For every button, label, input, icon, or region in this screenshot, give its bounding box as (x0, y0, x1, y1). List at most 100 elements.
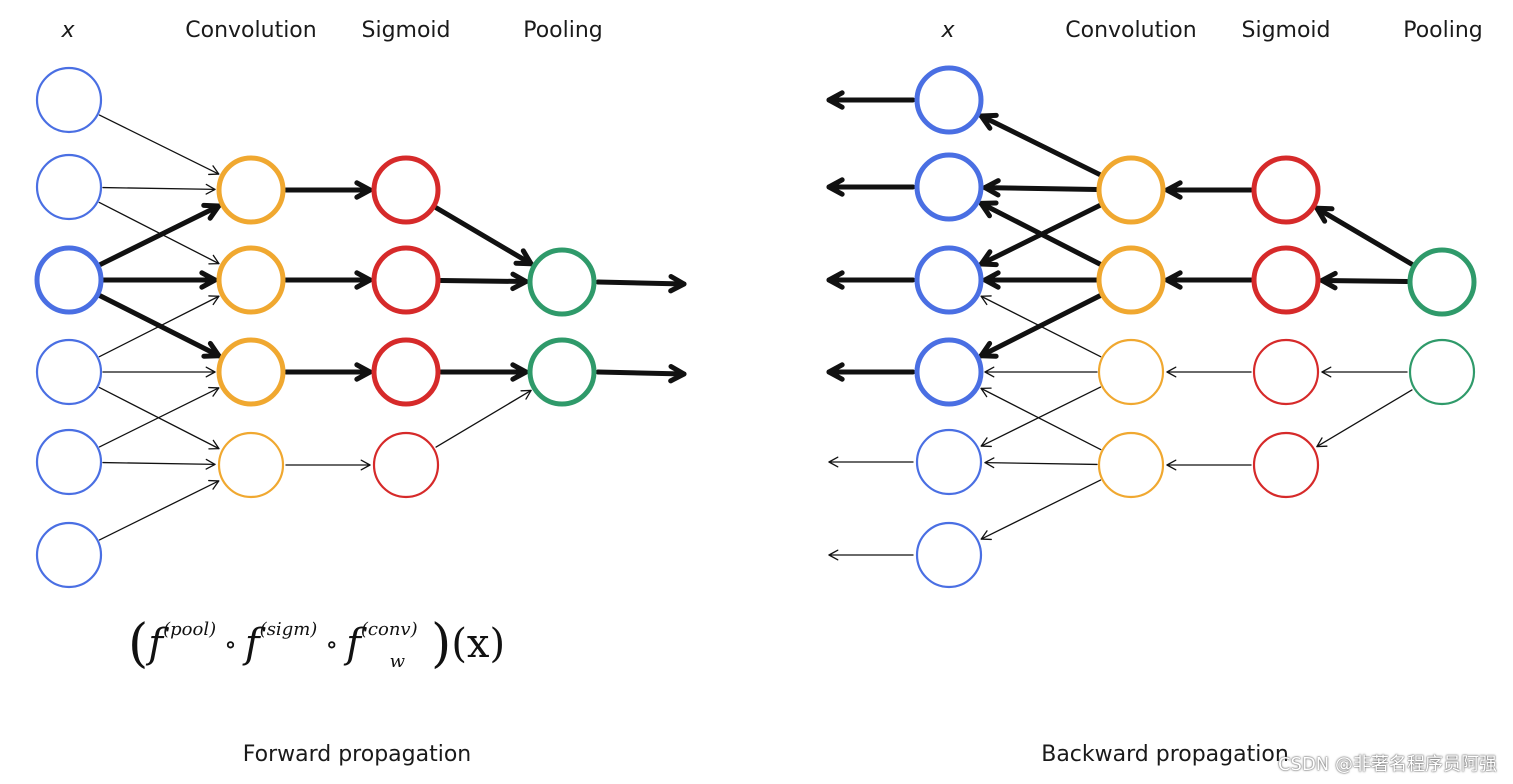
forward-edge-x1-conv1 (98, 201, 220, 265)
backward-output-arrow-3 (826, 362, 916, 382)
backward-edge-conv2-x3 (984, 366, 1098, 378)
backward-pool-node-0 (1407, 247, 1477, 317)
backward-input-node-0 (914, 65, 984, 135)
backward-conv-node-2 (1097, 338, 1165, 406)
forward-edge-x4-conv3 (102, 458, 216, 470)
backward-edge-sigm1-conv1 (1164, 270, 1254, 290)
forward-edge-x1-conv0 (102, 183, 216, 195)
backward-edge-conv3-x4 (984, 457, 1098, 469)
backward-edge-conv2-x2 (980, 295, 1102, 358)
forward-input-node-1 (35, 153, 103, 221)
backward-sigmoid-node-2 (1252, 338, 1320, 406)
forward-edge-sigm2-pool1 (438, 362, 529, 382)
backward-conv-node-3 (1097, 431, 1165, 499)
backward-input-node-5 (915, 521, 983, 589)
backward-output-arrow-4 (828, 456, 914, 468)
formula-sup-pool: (pool) (163, 619, 217, 640)
forward-output-arrow-1 (595, 364, 687, 384)
forward-pool-node-1 (527, 337, 597, 407)
forward-edge-conv1-sigm1 (283, 270, 373, 290)
forward-edge-conv3-sigm3 (285, 459, 371, 471)
formula-open-paren: ( (128, 614, 149, 674)
backward-conv-node-0 (1096, 155, 1166, 225)
forward-edge-conv2-sigm2 (283, 362, 373, 382)
forward-sigmoid-node-0 (371, 155, 441, 225)
backward-header-convolution: Convolution (1065, 18, 1197, 43)
backward-header-pooling: Pooling (1403, 18, 1483, 43)
forward-input-node-0 (35, 66, 103, 134)
forward-edge-sigm1-pool0 (438, 271, 529, 292)
forward-edge-x2-conv0 (96, 202, 222, 268)
backward-edge-pool0-sigm0 (1314, 205, 1415, 267)
formula-compose-2: ∘ (325, 630, 339, 660)
backward-edge-sigm0-conv0 (1164, 180, 1254, 200)
formula-close-paren: ) (431, 614, 452, 674)
backward-header-sigmoid: Sigmoid (1241, 18, 1331, 43)
formula-sub-w: w (389, 651, 406, 672)
formula-f-pool: f (148, 621, 164, 667)
backward-output-arrow-0 (826, 90, 916, 110)
csdn-watermark: CSDN @非著名程序员阿强 (1277, 754, 1497, 775)
backward-edge-conv1-x2 (982, 270, 1100, 290)
forward-edge-x5-conv3 (98, 479, 220, 541)
backward-input-node-4 (915, 428, 983, 496)
forward-sigmoid-node-1 (371, 245, 441, 315)
backward-edge-conv3-x5 (980, 479, 1102, 541)
backward-sigmoid-node-1 (1251, 245, 1321, 315)
forward-header-convolution: Convolution (185, 18, 317, 43)
backward-edge-sigm2-conv2 (1166, 366, 1252, 378)
forward-edge-x2-conv1 (100, 270, 218, 290)
forward-sigmoid-node-3 (372, 431, 440, 499)
forward-header-pooling: Pooling (523, 18, 603, 43)
formula-f-conv: f (346, 621, 361, 667)
forward-input-node-4 (35, 428, 103, 496)
backward-edge-conv0-x1 (982, 178, 1100, 198)
forward-conv-node-0 (216, 155, 286, 225)
backward-edge-pool1-sigm2 (1321, 366, 1408, 378)
backward-sigmoid-node-0 (1251, 155, 1321, 225)
formula-f-sigm: f (244, 621, 260, 667)
forward-caption: Forward propagation (242, 742, 472, 767)
forward-conv-node-1 (216, 245, 286, 315)
backward-edge-conv1-x3 (978, 292, 1104, 359)
forward-edge-sigm3-pool1 (435, 389, 532, 448)
backward-caption: Backward propagation (1041, 742, 1289, 767)
backward-edge-conv2-x4 (980, 386, 1102, 448)
forward-input-node-2 (34, 245, 104, 315)
forward-conv-node-3 (217, 431, 285, 499)
backward-pool-node-1 (1408, 338, 1476, 406)
backward-input-node-3 (914, 337, 984, 407)
backward-edge-conv0-x0 (978, 112, 1104, 178)
forward-sigmoid-node-2 (371, 337, 441, 407)
forward-edge-x0-conv0 (98, 114, 220, 176)
backward-edge-pool0-sigm1 (1319, 270, 1410, 291)
backward-sigmoid-node-3 (1252, 431, 1320, 499)
forward-edge-x3-conv3 (98, 386, 220, 450)
formula-compose-1: ∘ (224, 630, 237, 660)
backward-edge-conv3-x3 (980, 387, 1102, 451)
formula-arg: (x) (451, 621, 506, 667)
forward-edge-x3-conv2 (102, 366, 216, 378)
backward-edge-sigm3-conv3 (1166, 459, 1252, 471)
backward-edge-conv1-x1 (978, 200, 1104, 268)
forward-input-node-3 (35, 338, 103, 406)
forward-header-x: x (61, 18, 75, 43)
backward-input-node-1 (914, 152, 984, 222)
backward-conv-node-1 (1096, 245, 1166, 315)
composition-formula: (f(pool)∘f(sigm)∘f(conv)w)(x) (128, 618, 505, 671)
formula-sup-sigm: (sigm) (259, 619, 318, 640)
forward-edge-x2-conv2 (96, 292, 222, 359)
backward-output-arrow-1 (826, 177, 916, 197)
backward-input-node-2 (914, 245, 984, 315)
backward-output-arrow-2 (826, 270, 916, 290)
forward-conv-node-2 (216, 337, 286, 407)
formula-sup-conv: (conv) (360, 619, 418, 640)
backward-output-arrow-5 (828, 549, 914, 561)
backward-header-x: x (941, 18, 955, 43)
forward-edge-sigm0-pool0 (433, 205, 534, 267)
backward-edge-pool1-sigm3 (1316, 389, 1413, 448)
forward-header-sigmoid: Sigmoid (361, 18, 451, 43)
forward-pool-node-0 (527, 247, 597, 317)
